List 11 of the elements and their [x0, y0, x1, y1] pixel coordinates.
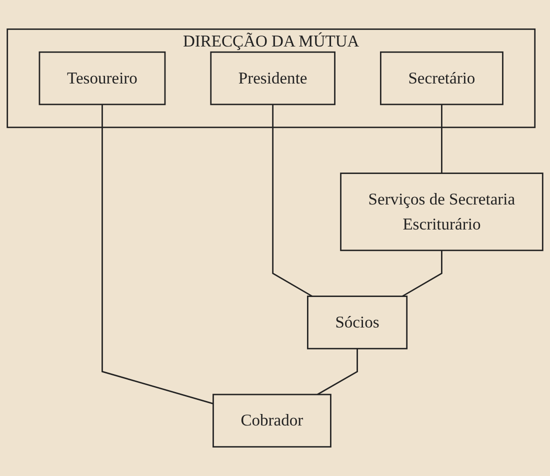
node-box: Sócios: [307, 296, 408, 350]
connector: [402, 250, 442, 297]
node-box: Tesoureiro: [38, 51, 166, 106]
node-box: Presidente: [210, 51, 336, 106]
connector: [272, 104, 313, 297]
connector: [102, 104, 214, 404]
node-box: Secretário: [380, 51, 504, 106]
node-box: Serviços de Secretaria Escriturário: [340, 172, 544, 252]
connector: [441, 104, 442, 174]
connector: [317, 348, 358, 396]
node-box: Cobrador: [212, 394, 332, 448]
